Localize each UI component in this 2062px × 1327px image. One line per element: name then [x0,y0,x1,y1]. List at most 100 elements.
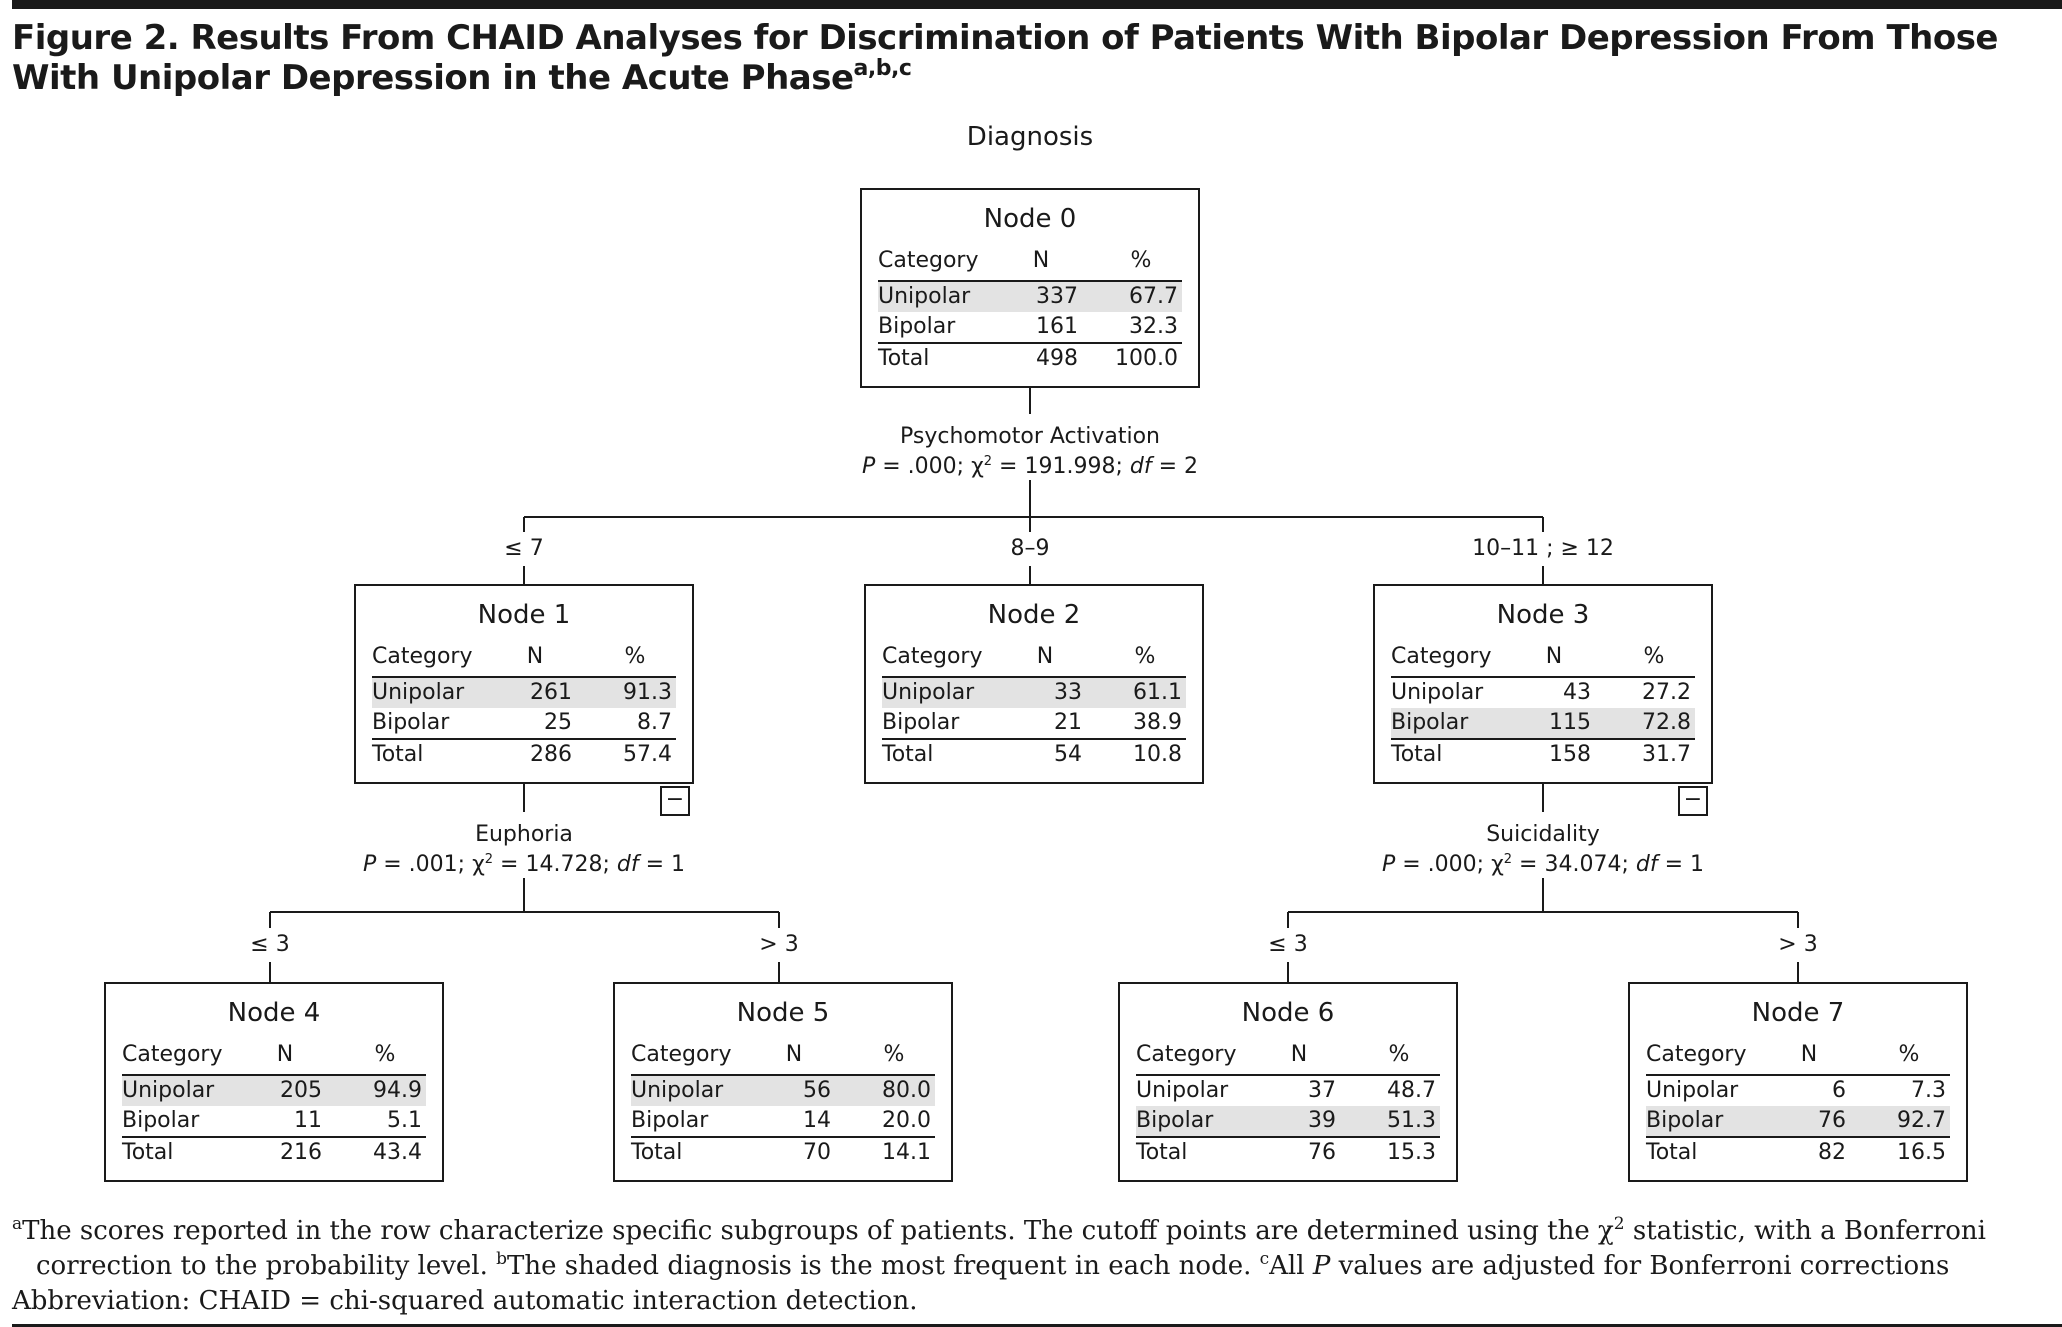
header-category: Category [1646,1042,1747,1067]
node-4: Node 4 Category N % Unipolar 205 94.9 Bi… [104,982,444,1182]
row-category: Unipolar [631,1078,724,1103]
row-n: 158 [1549,742,1591,767]
node-row-unipolar: Unipolar 37 48.7 [1136,1076,1440,1106]
node-row-unipolar: Unipolar 56 80.0 [631,1076,935,1106]
row-category: Unipolar [1391,680,1484,705]
row-category: Unipolar [122,1078,215,1103]
node-title: Node 2 [987,600,1081,630]
header-category: Category [1136,1042,1237,1067]
node-row-bipolar: Bipolar 11 5.1 [122,1106,426,1136]
collapse-node-3-button[interactable]: − [1678,786,1708,816]
node-header-row: Category N % [878,246,1182,276]
header-category: Category [1391,644,1492,669]
row-n: 25 [544,710,572,735]
node-divider [1646,1136,1950,1138]
node-title: Node 7 [1751,998,1845,1028]
row-n: 161 [1036,314,1078,339]
node-row-total: Total 286 57.4 [372,740,676,770]
row-n: 286 [530,742,572,767]
node-header-row: Category N % [882,642,1186,672]
branch-suic-gt3: > 3 [1778,932,1818,957]
node-6: Node 6 Category N % Unipolar 37 48.7 Bip… [1118,982,1458,1182]
row-category: Unipolar [882,680,975,705]
node-divider [122,1074,426,1076]
node-0: Node 0 Category N % Unipolar 337 67.7 Bi… [860,188,1200,388]
row-pct: 32.3 [1129,314,1178,339]
row-pct: 100.0 [1115,346,1178,371]
split-variable: Psychomotor Activation [899,424,1160,449]
row-category: Bipolar [372,710,450,735]
row-pct: 91.3 [623,680,672,705]
row-category: Unipolar [1646,1078,1739,1103]
header-n: N [1036,644,1054,669]
node-header-row: Category N % [372,642,676,672]
collapse-node-1-button[interactable]: − [660,786,690,816]
node-divider [372,738,676,740]
row-category: Unipolar [372,680,465,705]
split-euphoria: Euphoria P = .001; χ2 = 14.728; df = 1 [264,820,784,880]
node-5: Node 5 Category N % Unipolar 56 80.0 Bip… [613,982,953,1182]
node-row-unipolar: Unipolar 6 7.3 [1646,1076,1950,1106]
node-header-row: Category N % [1136,1040,1440,1070]
node-row-total: Total 216 43.4 [122,1138,426,1168]
split-stats: P = .001; χ2 = 14.728; df = 1 [362,852,686,877]
row-category: Bipolar [631,1108,709,1133]
branch-le7: ≤ 7 [504,536,544,561]
branch-10-12: 10–11 ; ≥ 12 [1472,536,1614,561]
row-pct: 48.7 [1387,1078,1436,1103]
node-row-total: Total 54 10.8 [882,740,1186,770]
row-category: Total [1646,1140,1698,1165]
node-row-bipolar: Bipolar 14 20.0 [631,1106,935,1136]
row-n: 33 [1054,680,1082,705]
node-7: Node 7 Category N % Unipolar 6 7.3 Bipol… [1628,982,1968,1182]
header-pct: % [624,644,646,669]
split-variable: Suicidality [1486,822,1600,847]
row-n: 205 [280,1078,322,1103]
header-pct: % [374,1042,396,1067]
header-n: N [276,1042,294,1067]
row-n: 39 [1308,1108,1336,1133]
node-header-row: Category N % [122,1040,426,1070]
node-row-bipolar: Bipolar 39 51.3 [1136,1106,1440,1136]
node-1: Node 1 Category N % Unipolar 261 91.3 Bi… [354,584,694,784]
bottom-rule [12,1324,2062,1327]
row-n: 14 [803,1108,831,1133]
row-pct: 51.3 [1387,1108,1436,1133]
row-n: 11 [294,1108,322,1133]
node-divider [1391,738,1695,740]
row-pct: 57.4 [623,742,672,767]
node-row-unipolar: Unipolar 337 67.7 [878,282,1182,312]
header-pct: % [1388,1042,1410,1067]
row-category: Total [878,346,930,371]
node-title: Node 5 [736,998,830,1028]
header-category: Category [878,248,979,273]
node-3: Node 3 Category N % Unipolar 43 27.2 Bip… [1373,584,1713,784]
row-pct: 43.4 [373,1140,422,1165]
node-row-unipolar: Unipolar 205 94.9 [122,1076,426,1106]
row-category: Unipolar [878,284,971,309]
split-variable: Euphoria [475,822,573,847]
row-category: Total [882,742,934,767]
node-title: Node 6 [1241,998,1335,1028]
node-row-bipolar: Bipolar 115 72.8 [1391,708,1695,738]
branch-suic-le3: ≤ 3 [1268,932,1308,957]
node-header-row: Category N % [631,1040,935,1070]
row-n: 56 [803,1078,831,1103]
row-pct: 10.8 [1133,742,1182,767]
node-2: Node 2 Category N % Unipolar 33 61.1 Bip… [864,584,1204,784]
row-category: Bipolar [1136,1108,1214,1133]
node-divider [1646,1074,1950,1076]
branch-8-9: 8–9 [1010,536,1050,561]
row-category: Bipolar [878,314,956,339]
row-pct: 15.3 [1387,1140,1436,1165]
row-n: 70 [803,1140,831,1165]
row-category: Bipolar [122,1108,200,1133]
node-divider [372,676,676,678]
node-row-total: Total 70 14.1 [631,1138,935,1168]
row-n: 6 [1832,1078,1846,1103]
split-suicidality: Suicidality P = .000; χ2 = 34.074; df = … [1283,820,1803,880]
node-row-bipolar: Bipolar 21 38.9 [882,708,1186,738]
split-stats: P = .000; χ2 = 191.998; df = 2 [861,454,1199,479]
row-pct: 14.1 [882,1140,931,1165]
